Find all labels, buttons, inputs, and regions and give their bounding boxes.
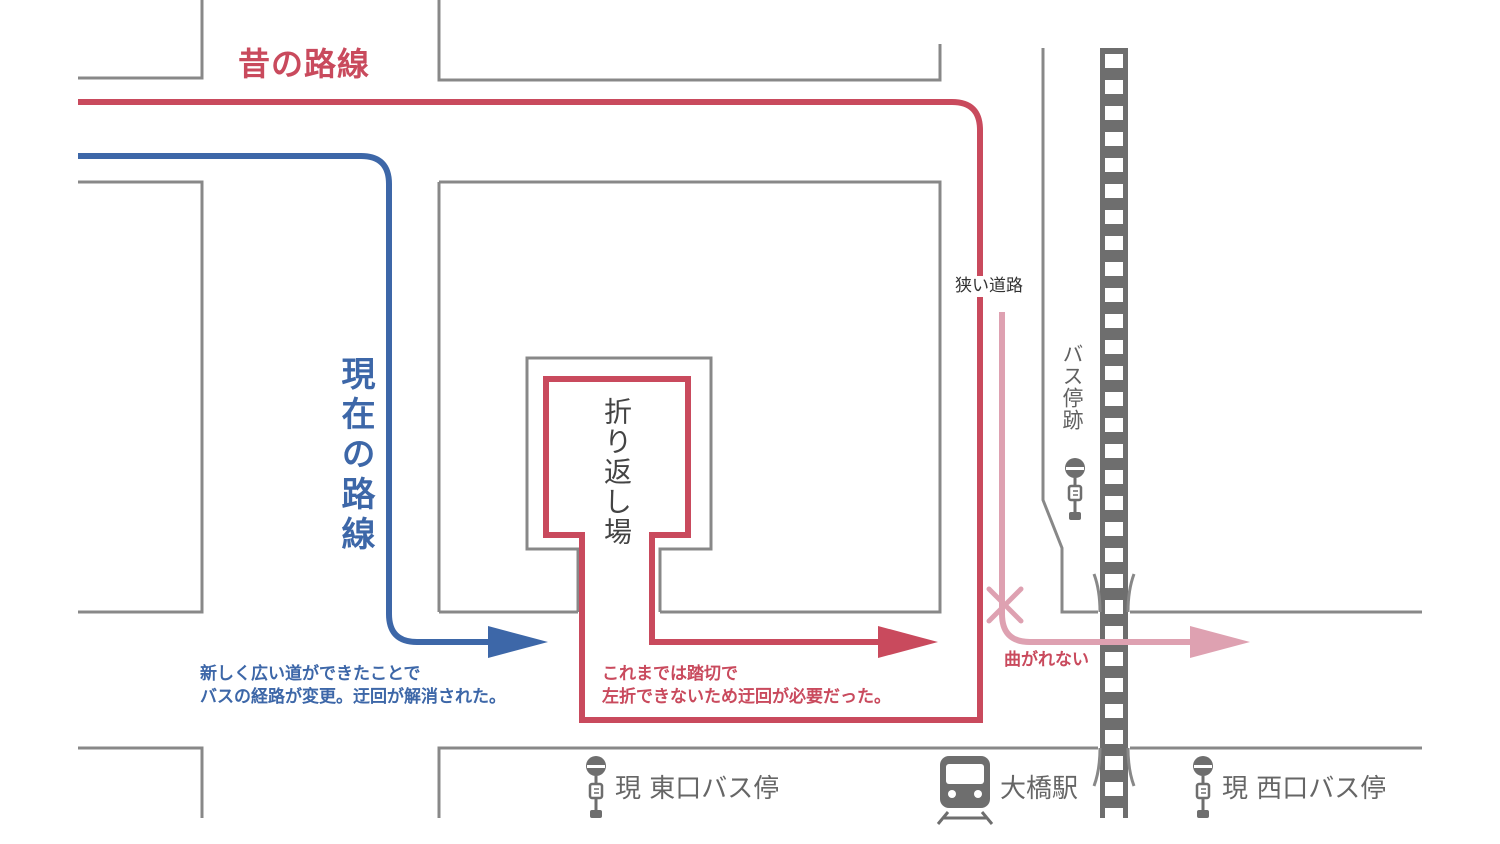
rail-sleeper	[1105, 600, 1123, 614]
rail-sleeper	[1105, 210, 1123, 224]
old-route-title: 昔の路線	[238, 45, 371, 83]
current-route-note-line2: バスの経路が変更。迂回が解消された。	[200, 686, 506, 707]
rail-sleeper	[1105, 158, 1123, 172]
narrow-road-label: 狭い道路	[952, 276, 1026, 297]
turnaround-label: 折り返し場	[600, 397, 633, 547]
blocked-route-arrow-icon	[1190, 626, 1250, 658]
rail-sleeper	[1105, 262, 1123, 276]
rail-sleeper	[1105, 444, 1123, 458]
rail-sleeper	[1105, 288, 1123, 302]
current-route-note-line1: 新しく広い道ができたことで	[200, 664, 421, 684]
bus-stop-icon	[1065, 458, 1085, 520]
current-route-arrow-icon	[488, 626, 548, 658]
rail-sleeper	[1105, 704, 1123, 718]
railway	[1092, 48, 1136, 822]
old-route-note: これまでは踏切で 左折できないため迂回が必要だった。	[602, 663, 891, 709]
former-bus-stop-label: バス停跡	[1060, 343, 1084, 431]
rail-sleeper	[1105, 236, 1123, 250]
blocked-route-line	[999, 312, 1200, 645]
station-label: 大橋駅	[1000, 774, 1079, 804]
current-route-line	[78, 153, 500, 645]
rail-sleeper	[1105, 418, 1123, 432]
rail-sleeper	[1105, 522, 1123, 536]
old-route-note-line1: これまでは踏切で	[602, 664, 738, 684]
rail-sleeper	[1105, 548, 1123, 562]
current-route-note: 新しく広い道ができたことで バスの経路が変更。迂回が解消された。	[200, 663, 506, 709]
old-route-line	[78, 99, 983, 723]
old-route-arrow-icon	[878, 626, 938, 658]
current-route-title: 現在の路線	[335, 356, 375, 556]
bus-stop-icon	[1193, 756, 1213, 818]
rail-sleeper	[1105, 678, 1123, 692]
rail-sleeper	[1105, 366, 1123, 380]
old-route-note-line2: 左折できないため迂回が必要だった。	[602, 686, 891, 707]
rail-sleeper	[1105, 184, 1123, 198]
rail-sleeper	[1105, 626, 1123, 640]
rail-sleeper	[1105, 80, 1123, 94]
rail-sleeper	[1105, 808, 1123, 822]
train-icon	[936, 756, 994, 825]
east-bus-stop-label: 現 東口バス停	[615, 774, 780, 804]
rail-sleeper	[1105, 106, 1123, 120]
rail-sleeper	[1105, 782, 1123, 796]
rail-sleeper	[1105, 496, 1123, 510]
cannot-turn-label: 曲がれない	[1004, 650, 1089, 670]
bus-stop-icon	[586, 756, 606, 818]
rail-sleeper	[1105, 730, 1123, 744]
west-bus-stop-label: 現 西口バス停	[1222, 774, 1387, 804]
rail-sleeper	[1105, 470, 1123, 484]
road-outlines	[78, 0, 1422, 818]
rail-sleeper	[1105, 574, 1123, 588]
rail-sleeper	[1105, 340, 1123, 354]
rail-sleeper	[1105, 392, 1123, 406]
rail-sleeper	[1105, 314, 1123, 328]
cross-mark-icon	[986, 586, 1024, 624]
rail-sleeper	[1105, 652, 1123, 666]
rail-sleeper	[1105, 54, 1123, 68]
rail-sleeper	[1105, 132, 1123, 146]
rail-sleeper	[1105, 756, 1123, 770]
